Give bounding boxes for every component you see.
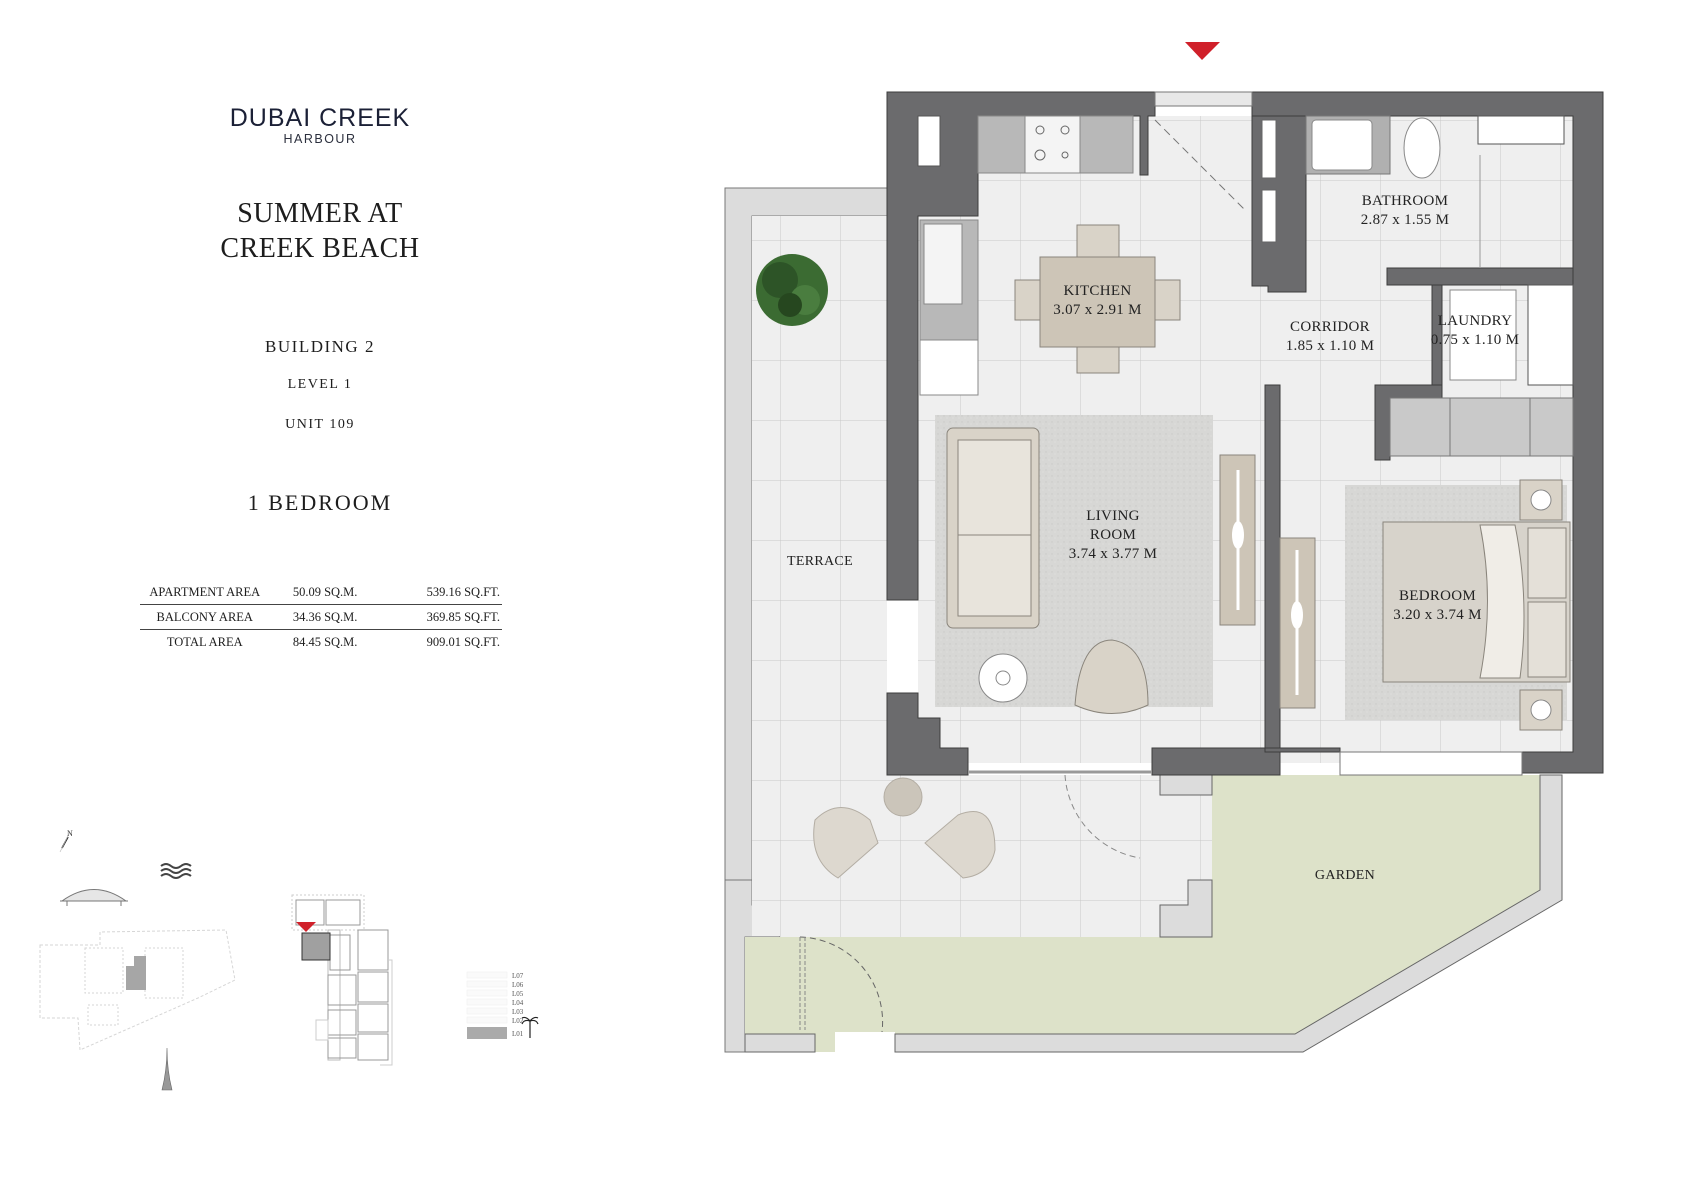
north-label: N	[67, 829, 73, 838]
wardrobe	[1389, 397, 1574, 457]
level-label: L01	[512, 1030, 524, 1038]
area-sqft: 909.01 SQ.FT.	[380, 629, 502, 654]
area-table: APARTMENT AREA 50.09 SQ.M. 539.16 SQ.FT.…	[140, 580, 502, 654]
level-label: L07	[512, 972, 524, 980]
level-label: L04	[512, 999, 524, 1007]
area-sqm: 50.09 SQ.M.	[292, 584, 358, 599]
room-label-kitchen: KITCHEN 3.07 x 2.91 M	[1040, 282, 1155, 320]
entry-door-swing	[1154, 119, 1246, 211]
area-sqm: 84.45 SQ.M.	[269, 629, 381, 654]
terrace-furniture	[813, 777, 996, 879]
room-name: CORRIDOR	[1290, 319, 1370, 335]
room-name: BEDROOM	[1398, 588, 1477, 604]
unit-label: UNIT 109	[285, 417, 355, 432]
key-plans: N	[39, 829, 539, 1091]
room-name: BATHROOM	[1361, 193, 1449, 209]
room-name: KITCHEN	[1063, 283, 1132, 299]
laundry-closet	[1449, 289, 1517, 381]
room-label-living: LIVING ROOM 3.74 x 3.77 M	[1053, 507, 1173, 564]
room-label-laundry: LAUNDRY 0.75 x 1.10 M	[1420, 312, 1530, 350]
building-label: BUILDING 2	[265, 337, 375, 356]
unit-entry-marker-icon	[296, 922, 316, 932]
table-row: TOTAL AREA 84.45 SQ.M. 909.01 SQ.FT.	[140, 629, 502, 654]
building-key-plan	[291, 894, 393, 1066]
room-label-garden: GARDEN	[1314, 868, 1376, 883]
room-size: 3.74 x 3.77 M	[1068, 546, 1158, 562]
room-size: 0.75 x 1.10 M	[1430, 332, 1520, 348]
area-sqm: 34.36 SQ.M.	[269, 604, 381, 630]
level-label: LEVEL 1	[287, 377, 353, 392]
table-row: APARTMENT AREA 50.09 SQ.M. 539.16 SQ.FT.	[140, 580, 502, 605]
room-label-bedroom: BEDROOM 3.20 x 3.74 M	[1375, 587, 1500, 625]
brand-subname: HARBOUR	[283, 132, 357, 146]
room-size: 3.20 x 3.74 M	[1393, 607, 1482, 623]
area-sqft: 369.85 SQ.FT.	[380, 604, 502, 630]
bed	[1382, 479, 1571, 731]
room-name: LAUNDRY	[1437, 313, 1513, 329]
kitchen-fixtures	[917, 115, 1134, 396]
project-title-line1: SUMMER AT	[237, 198, 403, 229]
brand-logo: DUBAI CREEK HARBOUR	[200, 104, 440, 146]
garden-gate-swing	[799, 936, 884, 1033]
room-name: ROOM	[1089, 527, 1137, 543]
level-label: L05	[512, 990, 524, 998]
room-size: 1.85 x 1.10 M	[1285, 338, 1375, 354]
room-size: 2.87 x 1.55 M	[1360, 212, 1450, 228]
level-highlight	[467, 1027, 507, 1039]
room-name: LIVING	[1086, 508, 1140, 524]
room-label-corridor: CORRIDOR 1.85 x 1.10 M	[1270, 318, 1390, 356]
bathroom-fixtures	[1305, 115, 1565, 268]
level-stack: L07 L06 L05 L04 L03 L02 L01	[466, 971, 539, 1039]
entry-door	[1154, 91, 1253, 107]
room-size: 3.07 x 2.91 M	[1053, 302, 1142, 318]
room-label-terrace: TERRACE	[787, 554, 853, 569]
side-table	[978, 653, 1028, 703]
project-title-line2: CREEK BEACH	[220, 233, 420, 264]
area-label: BALCONY AREA	[140, 604, 270, 630]
palm-tree-icon	[521, 1016, 539, 1038]
project-title: SUMMER AT CREEK BEACH	[190, 196, 450, 266]
area-label: TOTAL AREA	[140, 629, 270, 654]
room-label-bathroom: BATHROOM 2.87 x 1.55 M	[1345, 192, 1465, 230]
sofa	[946, 427, 1040, 629]
brand-name: DUBAI CREEK	[229, 104, 411, 132]
bridge-icon	[60, 889, 128, 906]
unit-location-highlight	[301, 932, 331, 961]
armchair	[1074, 639, 1149, 714]
entry-marker-icon	[1185, 42, 1220, 60]
level-label: L02	[512, 1017, 524, 1025]
water-waves-icon	[160, 863, 192, 879]
level-label: L03	[512, 1008, 524, 1016]
level-label: L06	[512, 981, 524, 989]
area-sqft: 539.16 SQ.FT.	[426, 584, 500, 599]
area-label: APARTMENT AREA	[149, 584, 261, 599]
unit-type: 1 BEDROOM	[247, 490, 393, 515]
north-arrow-icon: N	[59, 829, 73, 853]
bedroom-window	[1339, 751, 1523, 776]
dining-set	[1014, 224, 1181, 374]
plant-icon	[756, 254, 828, 326]
garden-area	[745, 775, 1540, 1052]
table-row: BALCONY AREA 34.36 SQ.M. 369.85 SQ.FT.	[140, 604, 502, 630]
site-plan	[39, 929, 236, 1051]
tower-icon	[161, 1047, 173, 1091]
